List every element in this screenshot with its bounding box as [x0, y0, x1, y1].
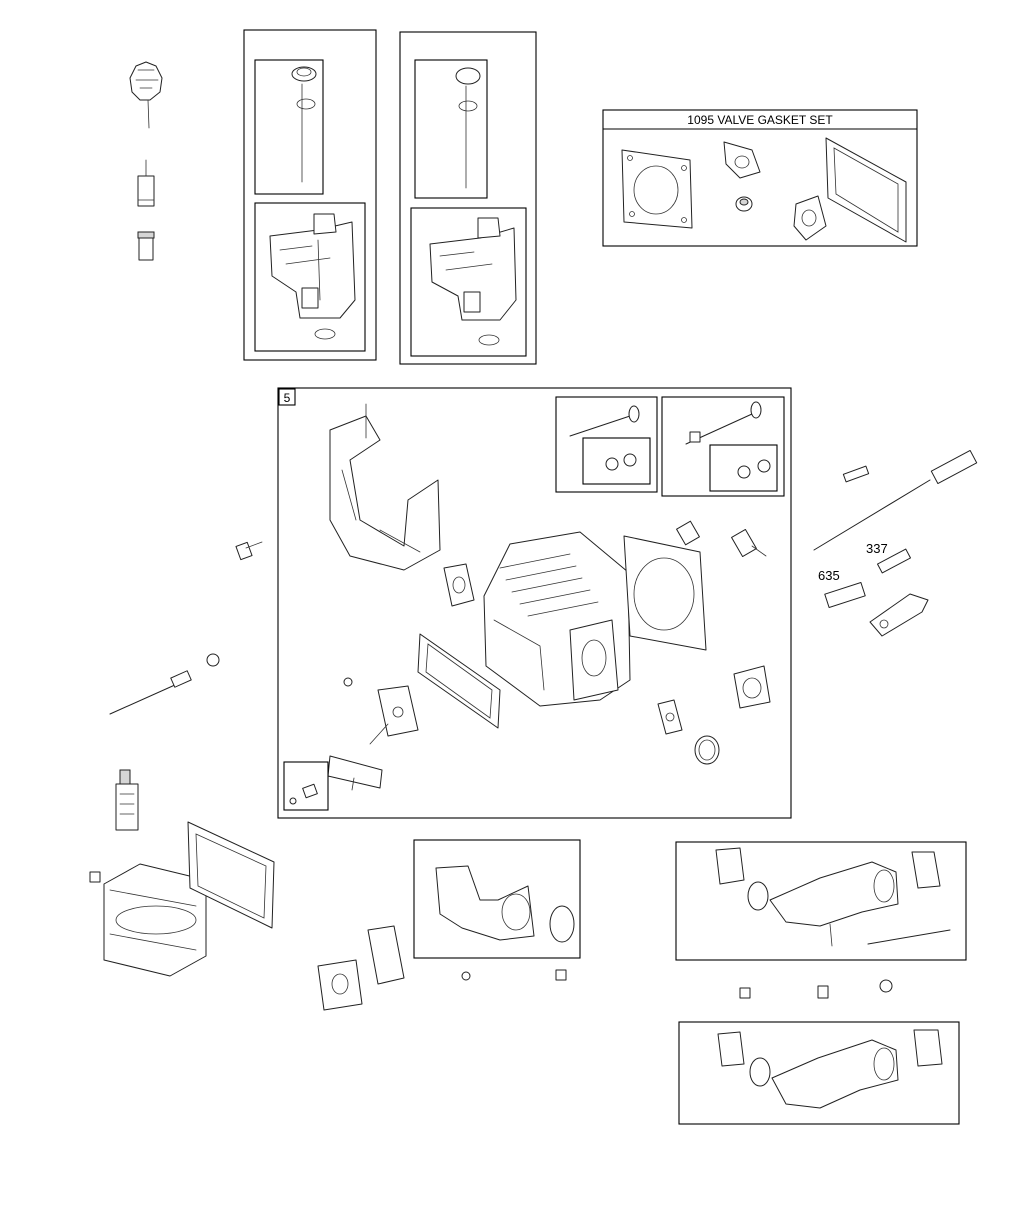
rocker-cover-part[interactable] — [103, 863, 207, 977]
intake-port-gasket-part[interactable] — [443, 563, 475, 607]
manifold-flange-gasket-part-2[interactable] — [913, 1029, 943, 1067]
tube-fitting-part[interactable] — [137, 231, 155, 261]
breather-valve-kit-part[interactable] — [289, 783, 318, 805]
breather-tube-part[interactable] — [327, 723, 389, 791]
sealant-tube-part[interactable] — [115, 769, 139, 831]
hex-bolt-part[interactable] — [235, 541, 263, 561]
exhaust-valve-part[interactable] — [685, 401, 771, 479]
cylinder-head-group-box: 5 — [277, 387, 792, 819]
breather-plate-part[interactable] — [377, 685, 419, 737]
breather-assembly-box-1 — [243, 29, 377, 361]
rocker-gasket-part[interactable] — [733, 665, 771, 709]
manifold-gasket-part-2[interactable] — [717, 1031, 771, 1087]
valve-spring-parts[interactable] — [676, 520, 767, 558]
rocker-pivot-part[interactable] — [824, 581, 866, 609]
rocker-arm-part[interactable] — [869, 593, 929, 637]
air-guide-shroud-part[interactable] — [329, 403, 441, 571]
manifold-gasket-part[interactable] — [715, 847, 769, 911]
exhaust-manifold-part-2[interactable] — [771, 1039, 899, 1109]
carburetor-gasket-part[interactable] — [317, 959, 363, 1011]
dipstick-tube-part[interactable] — [137, 159, 155, 207]
small-screw-part[interactable] — [555, 969, 567, 981]
manifold-bolt-part[interactable] — [739, 987, 751, 999]
cylinder-head-gasket-part[interactable] — [623, 535, 707, 651]
small-nut-part[interactable] — [461, 971, 471, 981]
manifold-stud-part[interactable] — [867, 929, 951, 945]
manifold-box-2 — [678, 1021, 960, 1125]
manifold-box-1 — [675, 841, 967, 961]
valve-seal-part[interactable] — [735, 196, 753, 212]
cylinder-head-part[interactable] — [483, 531, 631, 707]
exhaust-manifold-part[interactable] — [769, 861, 899, 947]
valve-gasket-set-label: 1095 VALVE GASKET SET — [687, 113, 833, 127]
cylinder-head-group-label: 5 — [284, 391, 291, 405]
manifold-flange-gasket-part[interactable] — [911, 851, 941, 889]
intake-elbow-box — [413, 839, 581, 959]
valve-cover-gasket-part[interactable] — [417, 633, 501, 729]
breather-housing-part[interactable] — [269, 213, 356, 340]
breather-assembly-box-2 — [399, 31, 537, 365]
manifold-nut-part[interactable] — [817, 985, 829, 999]
part-number-337: 337 — [866, 541, 888, 556]
oil-fill-cap-part-2[interactable] — [455, 67, 481, 189]
oil-fill-cap-part[interactable] — [291, 66, 317, 183]
intake-valve-part[interactable] — [569, 405, 640, 471]
part-number-635: 635 — [818, 568, 840, 583]
exhaust-gasket-part[interactable] — [793, 195, 827, 241]
port-seal-ring-part[interactable] — [694, 735, 720, 765]
intake-elbow-part[interactable] — [435, 865, 535, 941]
small-plug-part[interactable] — [343, 677, 353, 687]
breather-housing-part-2[interactable] — [429, 217, 517, 346]
intake-gasket-part[interactable] — [723, 141, 761, 179]
adjuster-stud-part[interactable] — [877, 548, 911, 574]
exhaust-port-gasket-part[interactable] — [657, 699, 683, 735]
pushrod-part[interactable] — [813, 449, 978, 551]
manifold-fitting-part[interactable] — [879, 979, 893, 993]
cover-screw-part[interactable] — [89, 871, 101, 883]
head-gasket-part[interactable] — [621, 149, 693, 229]
rocker-cover-gasket-part[interactable] — [825, 137, 907, 243]
spacer-gasket-part[interactable] — [367, 925, 405, 985]
dipstick-cap-part[interactable] — [129, 61, 163, 129]
valve-gasket-set-box: 1095 VALVE GASKET SET — [602, 109, 918, 247]
push-rod-stud-part[interactable] — [109, 653, 220, 715]
rocker-cover-gasket-loose-part[interactable] — [187, 821, 275, 929]
elbow-seal-ring-part[interactable] — [549, 905, 575, 943]
